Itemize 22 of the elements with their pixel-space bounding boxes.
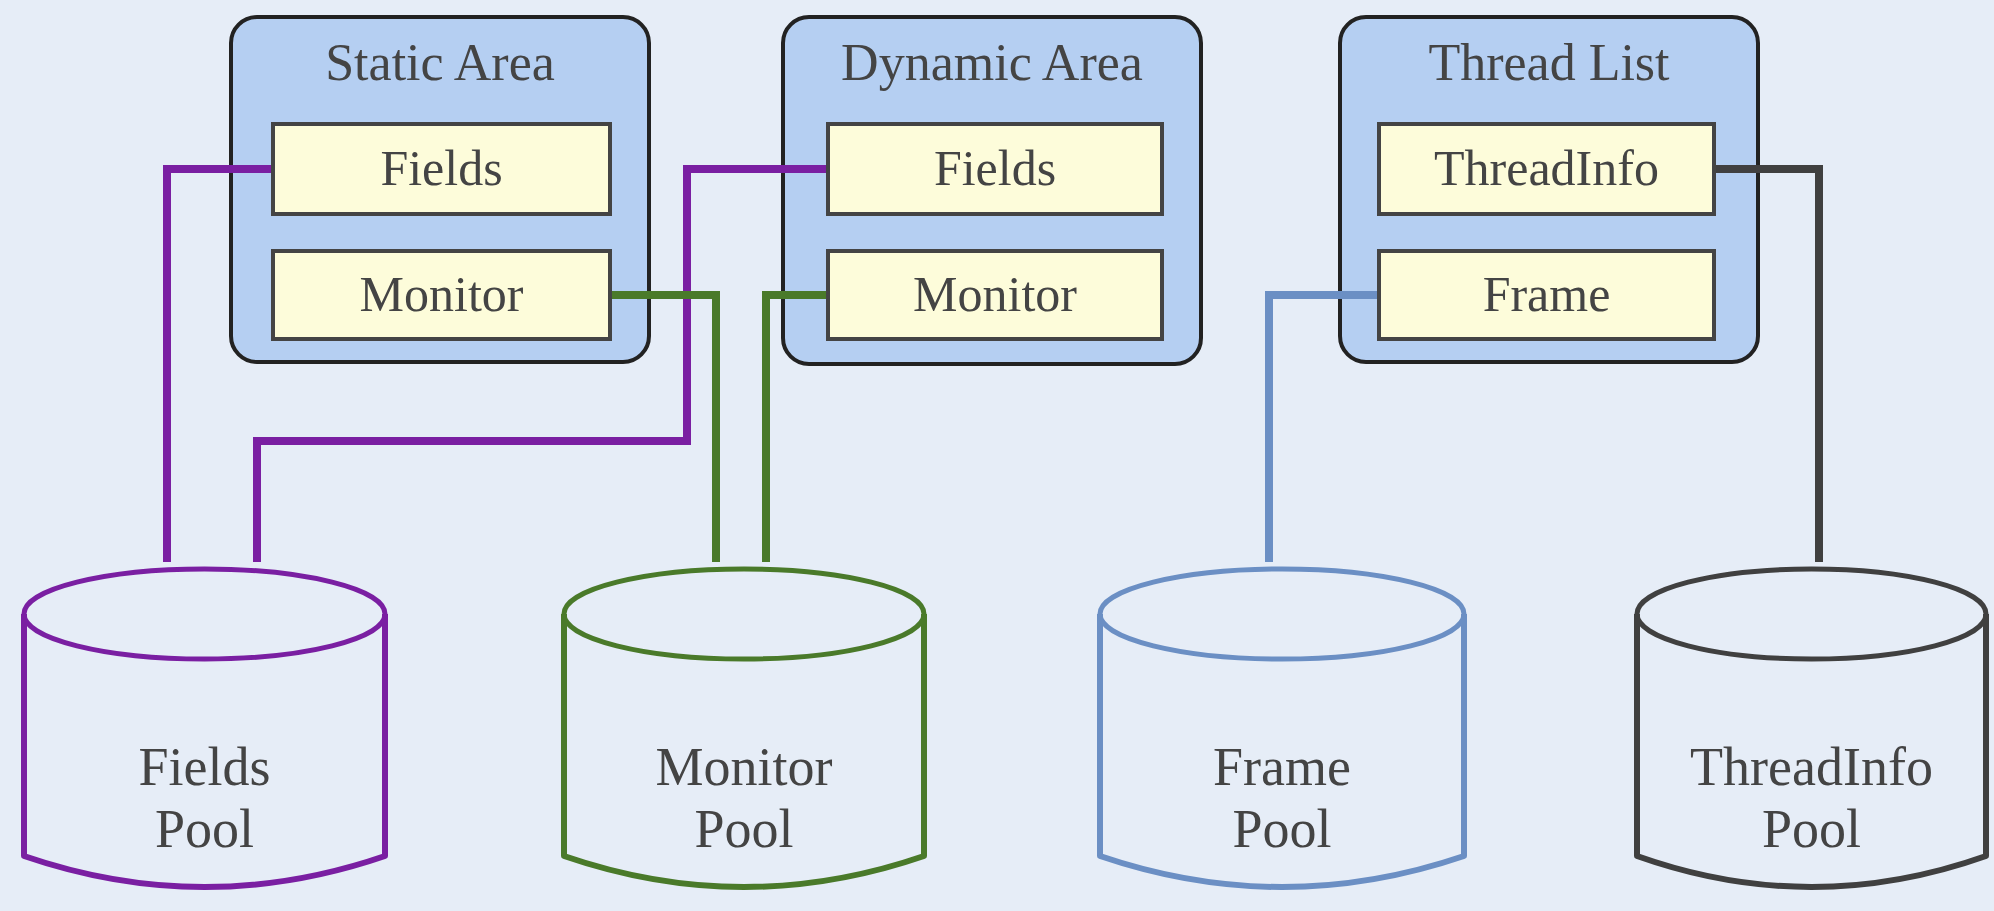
box-label: ThreadInfo <box>1434 140 1659 198</box>
box-label: Monitor <box>913 266 1077 324</box>
pool-label: ThreadInfo Pool <box>1690 736 1933 861</box>
box-label: Frame <box>1482 266 1611 324</box>
memory-area-box <box>781 15 1203 366</box>
box-label: Fields <box>380 140 503 198</box>
area-title: Thread List <box>1427 33 1671 93</box>
memory-area-box <box>229 15 651 364</box>
pool-label: Monitor Pool <box>655 736 833 861</box>
box-label: Monitor <box>359 266 524 324</box>
field-box <box>826 249 1164 341</box>
pool-label: Frame Pool <box>1213 736 1351 861</box>
memory-area-box <box>1338 15 1760 364</box>
area-title: Static Area <box>324 33 556 93</box>
field-box <box>271 249 612 341</box>
box-label: Fields <box>933 140 1057 198</box>
field-box <box>826 122 1164 216</box>
field-box <box>1377 249 1716 341</box>
area-title: Dynamic Area <box>840 33 1144 93</box>
field-box <box>271 122 612 216</box>
field-box <box>1377 122 1716 216</box>
pool-label: Fields Pool <box>138 736 271 861</box>
